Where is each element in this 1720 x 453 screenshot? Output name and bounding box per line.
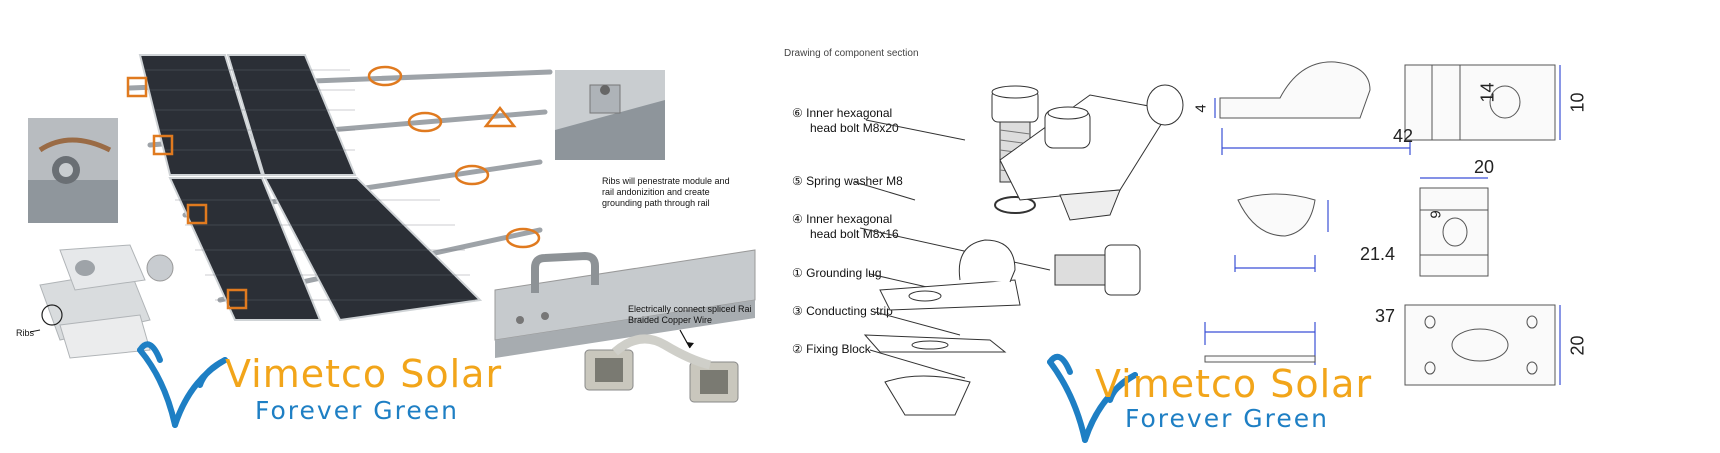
part-name: Conducting strip [806,304,893,318]
clamp-markers [126,76,248,310]
part-name-line2: head bolt M8x16 [810,227,899,241]
part-number: ② [792,342,803,356]
ribs-note-line: rail andonizition and create [602,187,710,197]
ribs-note: Ribs will penestrate module and rail and… [602,176,730,209]
warning-triangle-icon [483,105,517,128]
part-number: ⑤ [792,174,803,188]
dim-block-width: 21.4 [1360,244,1396,264]
logo-tagline: Forever Green [255,396,460,425]
leader-line [869,349,966,379]
dim-bottom-view-height: 20 [1567,335,1588,356]
top-view-drawing [1404,64,1556,141]
part-label-5: ⑤ Spring washer M8 [792,174,903,188]
leader-line [854,181,916,201]
copper-note-line: Braided Copper Wire [628,315,713,325]
strip-profile-drawing [1204,355,1316,363]
section-title: Drawing of component section [784,48,919,59]
dim-lug-thickness: 4 [1192,104,1210,113]
part-label-3: ③ Conducting strip [792,304,893,318]
conducting-strip-drawing [863,334,1007,353]
copper-note: Electrically connect spliced Rai Braided… [628,304,752,326]
dim-strip-length: 37 [1375,306,1396,326]
copper-wire-render [584,329,739,403]
part-number: ① [792,266,803,280]
mid-view-drawing [1419,187,1489,277]
installation-illustration [28,54,756,428]
dim-mid-view-width: 20 [1474,157,1495,177]
assembled-clamp-drawing [999,84,1184,221]
dim-block-height: 9 [1427,210,1445,219]
part-number: ④ [792,212,803,226]
leader-line [865,119,966,141]
part-name: Spring washer M8 [806,174,903,188]
part-name-line2: head bolt M8x20 [810,121,899,135]
dim-lug-height: 14 [1477,82,1498,103]
dimension-lines [1204,65,1561,385]
logo-tagline: Forever Green [1125,404,1330,433]
grounding-lug-render [29,244,174,359]
dim-top-view-height: 10 [1567,92,1588,113]
part-number: ⑥ [792,106,803,120]
component-drawing [854,61,1561,443]
ribs-label: Ribs [16,328,35,338]
rail-splice-render [494,249,756,358]
vimetco-leaf-icon [1047,353,1138,443]
copper-note-line: Electrically connect spliced Rai [628,304,752,314]
bottom-view-drawing [1404,304,1556,386]
block-profile-drawing [1237,193,1316,237]
logo-title: Vimetco Solar [1095,362,1373,406]
vimetco-leaf-icon [137,341,228,428]
lug-profile-drawing [1219,61,1371,119]
part-name: Inner hexagonal [806,212,893,226]
leader-line [859,227,1051,271]
part-name: Grounding lug [806,266,882,280]
fixing-block-drawing [884,375,971,416]
part-name: Inner hexagonal [806,106,893,120]
dim-lug-length: 42 [1393,126,1414,146]
part-name: Fixing Block [806,342,871,356]
part-label-4: ④ Inner hexagonal head bolt M8x16 [792,212,899,242]
ribs-note-line: Ribs will penestrate module and [602,176,730,186]
bolt-markers [367,65,541,249]
part-label-1: ① Grounding lug [792,266,882,280]
part-label-2: ② Fixing Block [792,342,871,356]
solar-panel-array [138,54,483,322]
part-number: ③ [792,304,803,318]
grounding-lug-drawing [879,239,1021,311]
bolt-m8x16-drawing [1054,244,1141,296]
ribs-note-line: grounding path through rail [602,198,710,208]
part-label-6: ⑥ Inner hexagonal head bolt M8x20 [792,106,899,136]
logo-title: Vimetco Solar [225,352,503,396]
leader-line [874,311,961,336]
spring-washer-drawing [994,196,1036,214]
